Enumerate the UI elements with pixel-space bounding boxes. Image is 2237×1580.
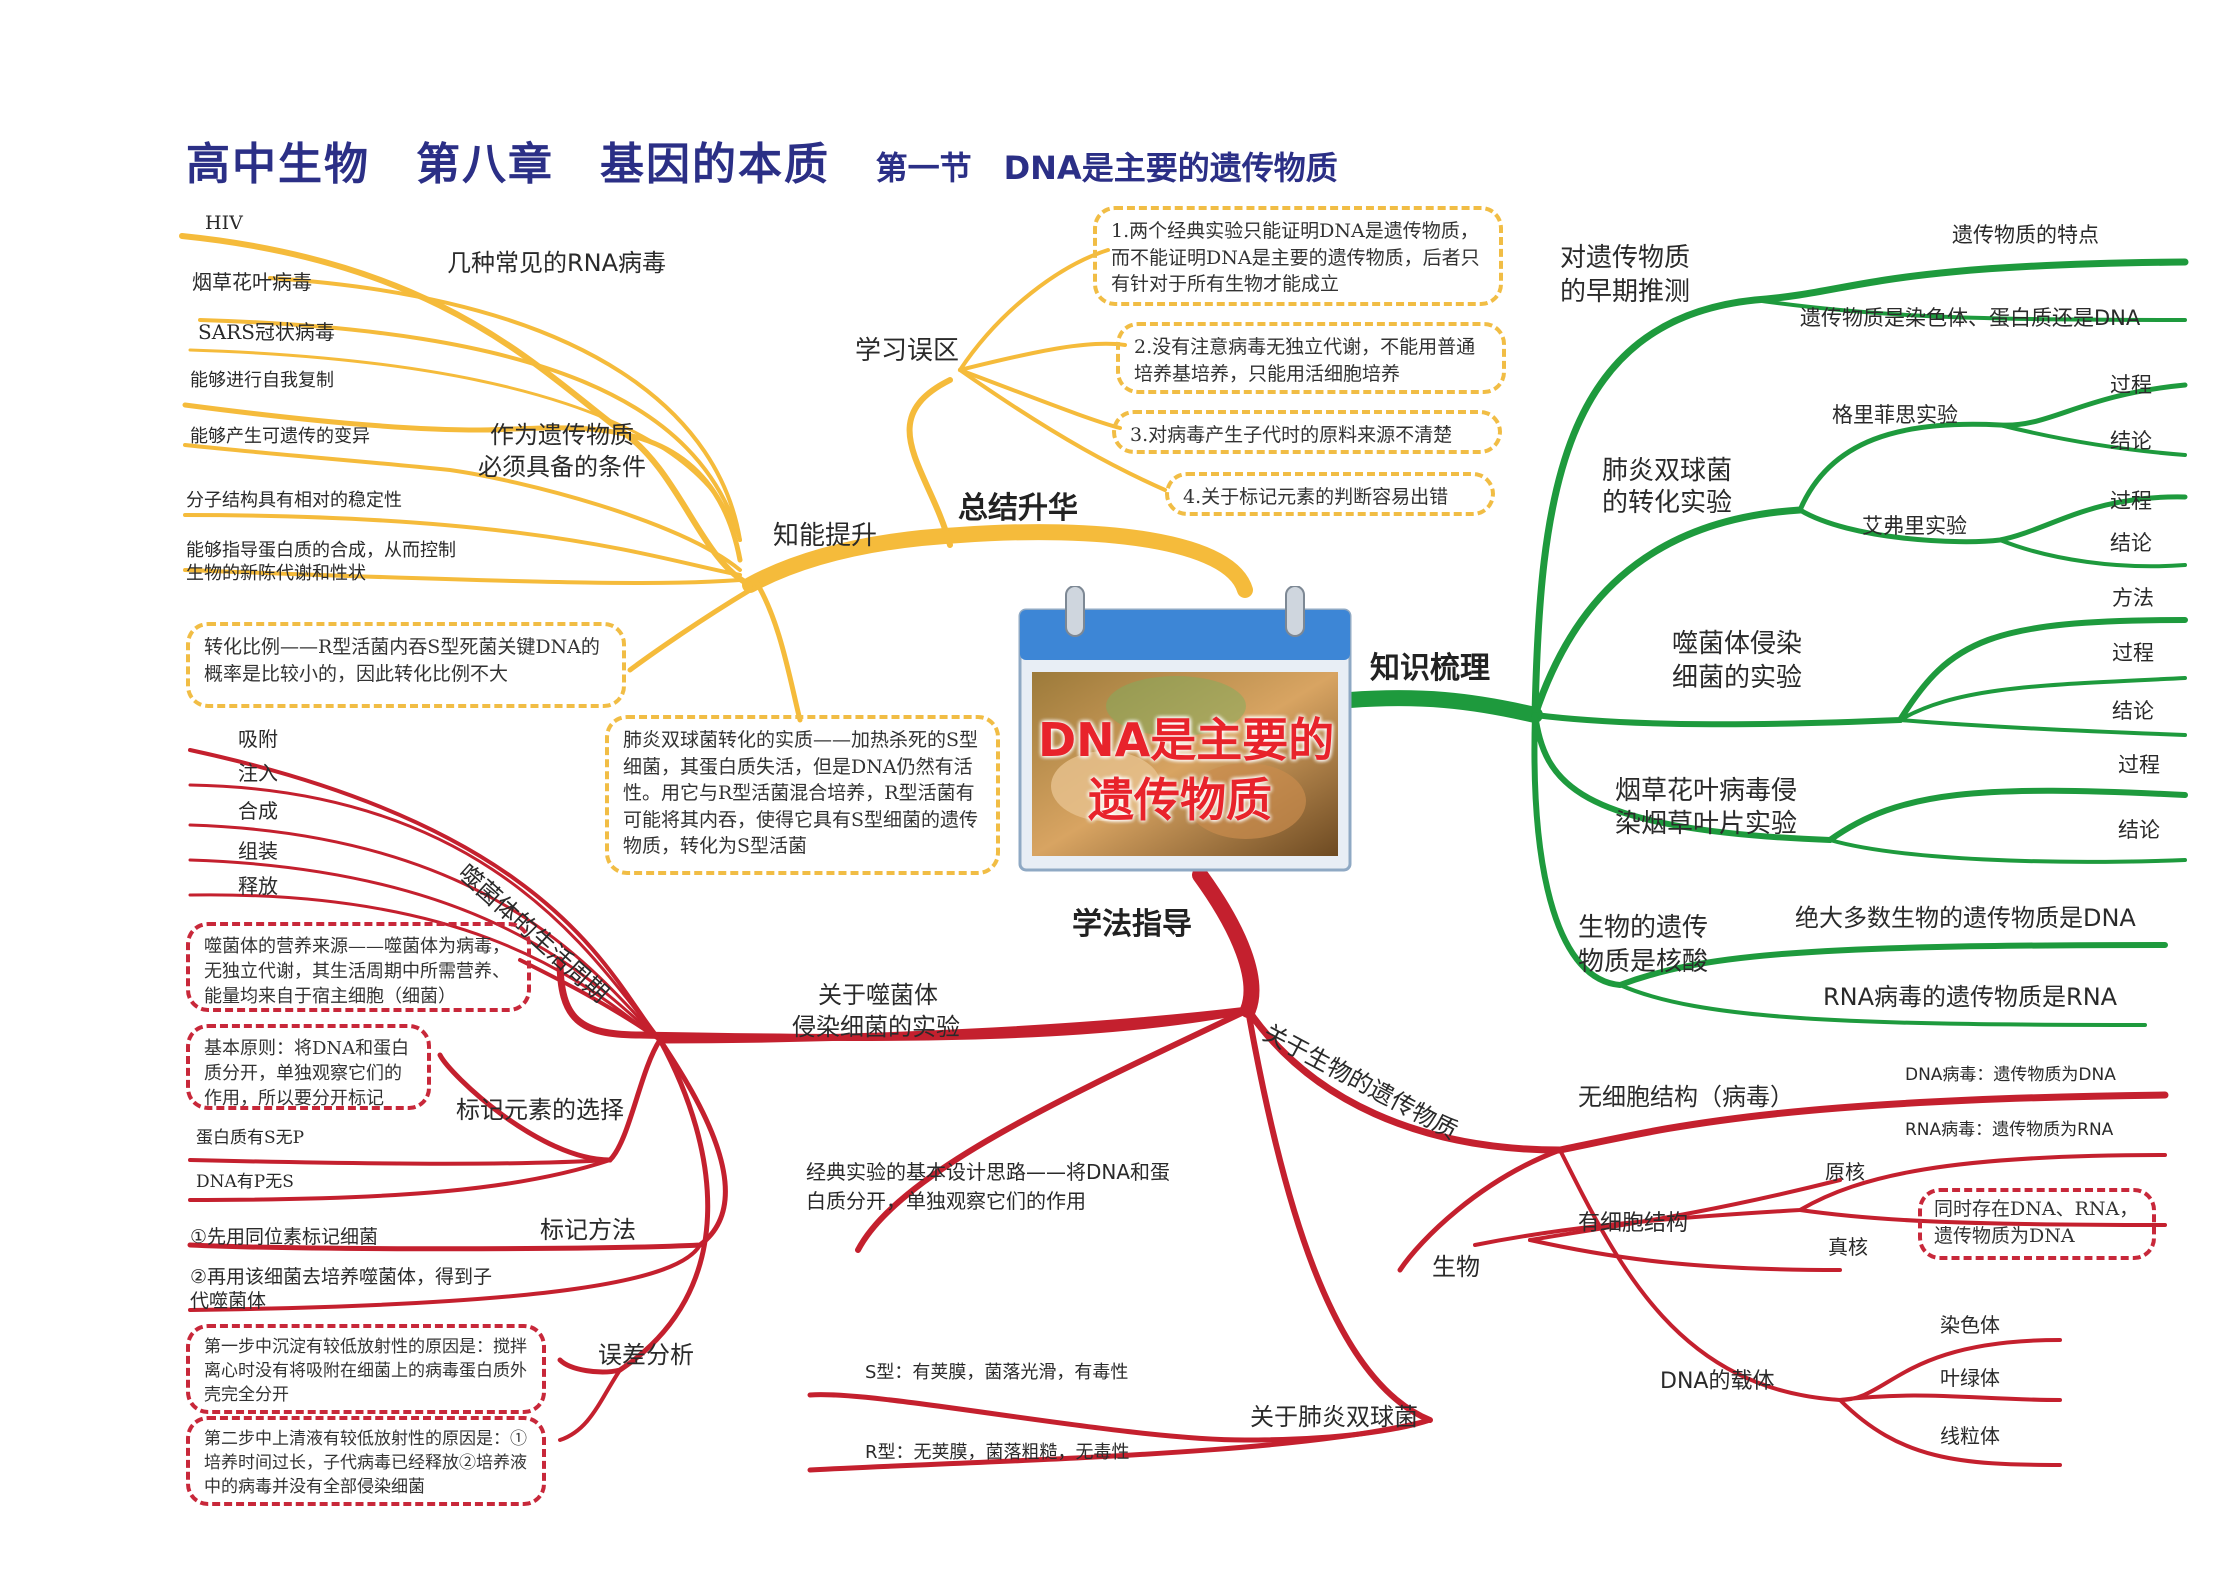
condition-2: 能够产生可遗传的变异 [190,426,370,447]
node-tmv-2: 染烟草叶片实验 [1615,809,1798,839]
node-phage-exp-2: 侵染细菌的实验 [792,1013,960,1041]
phage-process: 过程 [2112,641,2154,665]
node-early-2: 的早期推测 [1560,277,1691,307]
node-conditions-2: 必须具备的条件 [478,453,646,481]
node-knowledge-up: 知能提升 [773,521,878,551]
branch-knowledge-review: 知识梳理 [1370,651,1490,686]
phage-method: 方法 [2112,586,2154,610]
carrier-2: 叶绿体 [1940,1366,2000,1390]
node-phage-exp-1: 关于噬菌体 [818,981,938,1009]
labeling-element-1: 蛋白质有S无P [196,1128,305,1148]
center-title-line1: DNA是主要的 [1038,713,1335,767]
node-carrier: DNA的载体 [1660,1369,1775,1394]
cellular-note-box: 同时存在DNA、RNA，遗传物质为DNA [1918,1188,2156,1260]
error-box-1: 第一步中沉淀有较低放射性的原因是：搅拌离心时没有将吸附在细菌上的病毒蛋白质外壳完… [186,1324,546,1414]
node-error-analysis: 误差分析 [598,1341,694,1369]
cellular-eukaryote: 真核 [1828,1235,1868,1259]
life-cycle-5: 释放 [238,874,278,898]
life-cycle-2: 注入 [238,761,278,785]
avery-process: 过程 [2110,489,2152,513]
misconception-3: 3.对病毒产生子代时的原料来源不清楚 [1112,410,1502,454]
misconception-1: 1.两个经典实验只能证明DNA是遗传物质，而不能证明DNA是主要的遗传物质，后者… [1093,206,1503,306]
node-nucleic-2: 物质是核酸 [1578,947,1709,977]
node-rna-viruses: 几种常见的RNA病毒 [447,249,667,277]
node-tmv-1: 烟草花叶病毒侵 [1615,776,1798,806]
nutrition-box: 噬菌体的营养来源——噬菌体为病毒，无独立代谢，其生活周期中所需营养、能量均来自于… [186,922,531,1012]
misconception-2: 2.没有注意病毒无独立代谢，不能用普通培养基培养，只能用活细胞培养 [1116,322,1506,394]
carrier-3: 线粒体 [1940,1424,2000,1448]
center-card: DNA是主要的 遗传物质 [1016,585,1354,874]
page-title: 高中生物 第八章 基因的本质 第一节 DNA是主要的遗传物质 [186,128,1338,192]
acellular-rna: RNA病毒：遗传物质为RNA [1905,1120,2114,1140]
node-pneumo-1: 肺炎双球菌 [1602,456,1733,486]
node-early-1: 对遗传物质 [1560,243,1691,273]
design-text: 经典实验的基本设计思路——将DNA和蛋白质分开，单独观察它们的作用 [806,1160,1171,1213]
pneumo-s: S型：有荚膜，菌落光滑，有毒性 [865,1362,1129,1383]
error-box-2: 第二步中上清液有较低放射性的原因是：①培养时间过长，子代病毒已经释放②培养液中的… [186,1416,546,1506]
rna-virus-2: 烟草花叶病毒 [192,270,312,294]
node-griffith: 格里菲思实验 [1832,403,1958,427]
node-phage-2: 细菌的实验 [1672,663,1803,693]
node-nucleic-1: 生物的遗传 [1578,913,1709,943]
node-conditions-1: 作为遗传物质 [490,421,634,449]
node-avery: 艾弗里实验 [1862,514,1967,538]
essence-box: 肺炎双球菌转化的实质——加热杀死的S型细菌，其蛋白质失活，但是DNA仍然有活性。… [605,715,1000,875]
tmv-conclusion: 结论 [2118,818,2160,842]
early-item-2: 遗传物质是染色体、蛋白质还是DNA [1800,306,2141,330]
node-bio: 生物 [1432,1253,1480,1281]
labeling-method-2: ②再用该细菌去培养噬菌体，得到子代噬菌体 [190,1266,493,1312]
life-cycle-1: 吸附 [238,727,278,751]
griffith-conclusion: 结论 [2110,429,2152,453]
griffith-process: 过程 [2110,373,2152,397]
life-cycle-4: 组装 [238,839,278,863]
life-cycle-3: 合成 [238,799,278,823]
nucleic-item-1: 绝大多数生物的遗传物质是DNA [1795,904,2136,932]
node-cellular: 有细胞结构 [1578,1211,1689,1236]
conversion-ratio-box: 转化比例——R型活菌内吞S型死菌关键DNA的概率是比较小的，因此转化比例不大 [186,622,626,708]
carrier-1: 染色体 [1940,1313,2000,1337]
pneumo-r: R型：无荚膜，菌落粗糙，无毒性 [865,1442,1130,1463]
rna-virus-3: SARS冠状病毒 [198,320,335,344]
node-acellular: 无细胞结构（病毒） [1578,1083,1794,1111]
node-phage-1: 噬菌体侵染 [1672,629,1803,659]
calendar-icon [1018,585,1352,872]
branch-method: 学法指导 [1072,907,1192,942]
node-misconceptions: 学习误区 [855,336,960,366]
condition-3: 分子结构具有相对的稳定性 [186,490,402,511]
rna-virus-1: HIV [205,212,243,234]
node-pneumo-method: 关于肺炎双球菌 [1250,1403,1418,1431]
node-labeling-method: 标记方法 [540,1216,636,1244]
condition-1: 能够进行自我复制 [190,370,334,391]
avery-conclusion: 结论 [2110,531,2152,555]
title-main: 高中生物 第八章 基因的本质 [186,139,830,190]
condition-4: 能够指导蛋白质的合成，从而控制生物的新陈代谢和性状 [186,540,456,584]
acellular-dna: DNA病毒：遗传物质为DNA [1905,1065,2116,1085]
tmv-process: 过程 [2118,753,2160,777]
early-item-1: 遗传物质的特点 [1952,223,2099,247]
title-sub: 第一节 DNA是主要的遗传物质 [875,149,1338,187]
nucleic-item-2: RNA病毒的遗传物质是RNA [1823,983,2118,1011]
center-title-line2: 遗传物质 [1088,773,1272,827]
principle-box: 基本原则：将DNA和蛋白质分开，单独观察它们的作用，所以要分开标记 [186,1024,431,1110]
node-pneumo-2: 的转化实验 [1602,488,1733,518]
branch-summary: 总结升华 [958,491,1078,526]
cellular-prokaryote: 原核 [1825,1160,1865,1184]
misconception-4: 4.关于标记元素的判断容易出错 [1165,472,1495,516]
node-labeling-elements: 标记元素的选择 [456,1096,624,1124]
labeling-element-2: DNA有P无S [196,1172,294,1192]
phage-conclusion: 结论 [2112,699,2154,723]
labeling-method-1: ①先用同位素标记细菌 [190,1226,379,1248]
